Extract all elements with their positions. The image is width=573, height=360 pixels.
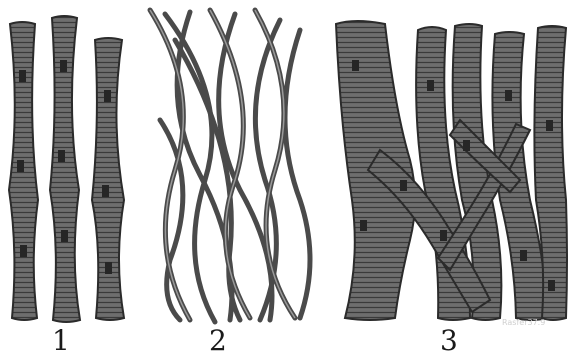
panel-2-smooth-fibers — [150, 10, 310, 322]
panel-3-branched-fibers — [336, 21, 567, 320]
panel-1-label: 1 — [52, 326, 70, 356]
panel-3-label: 3 — [440, 326, 458, 356]
panel-2-label: 2 — [209, 326, 227, 356]
watermark: Rasfer37.9 — [502, 318, 545, 327]
panel-1-striated-fibers — [9, 16, 124, 322]
